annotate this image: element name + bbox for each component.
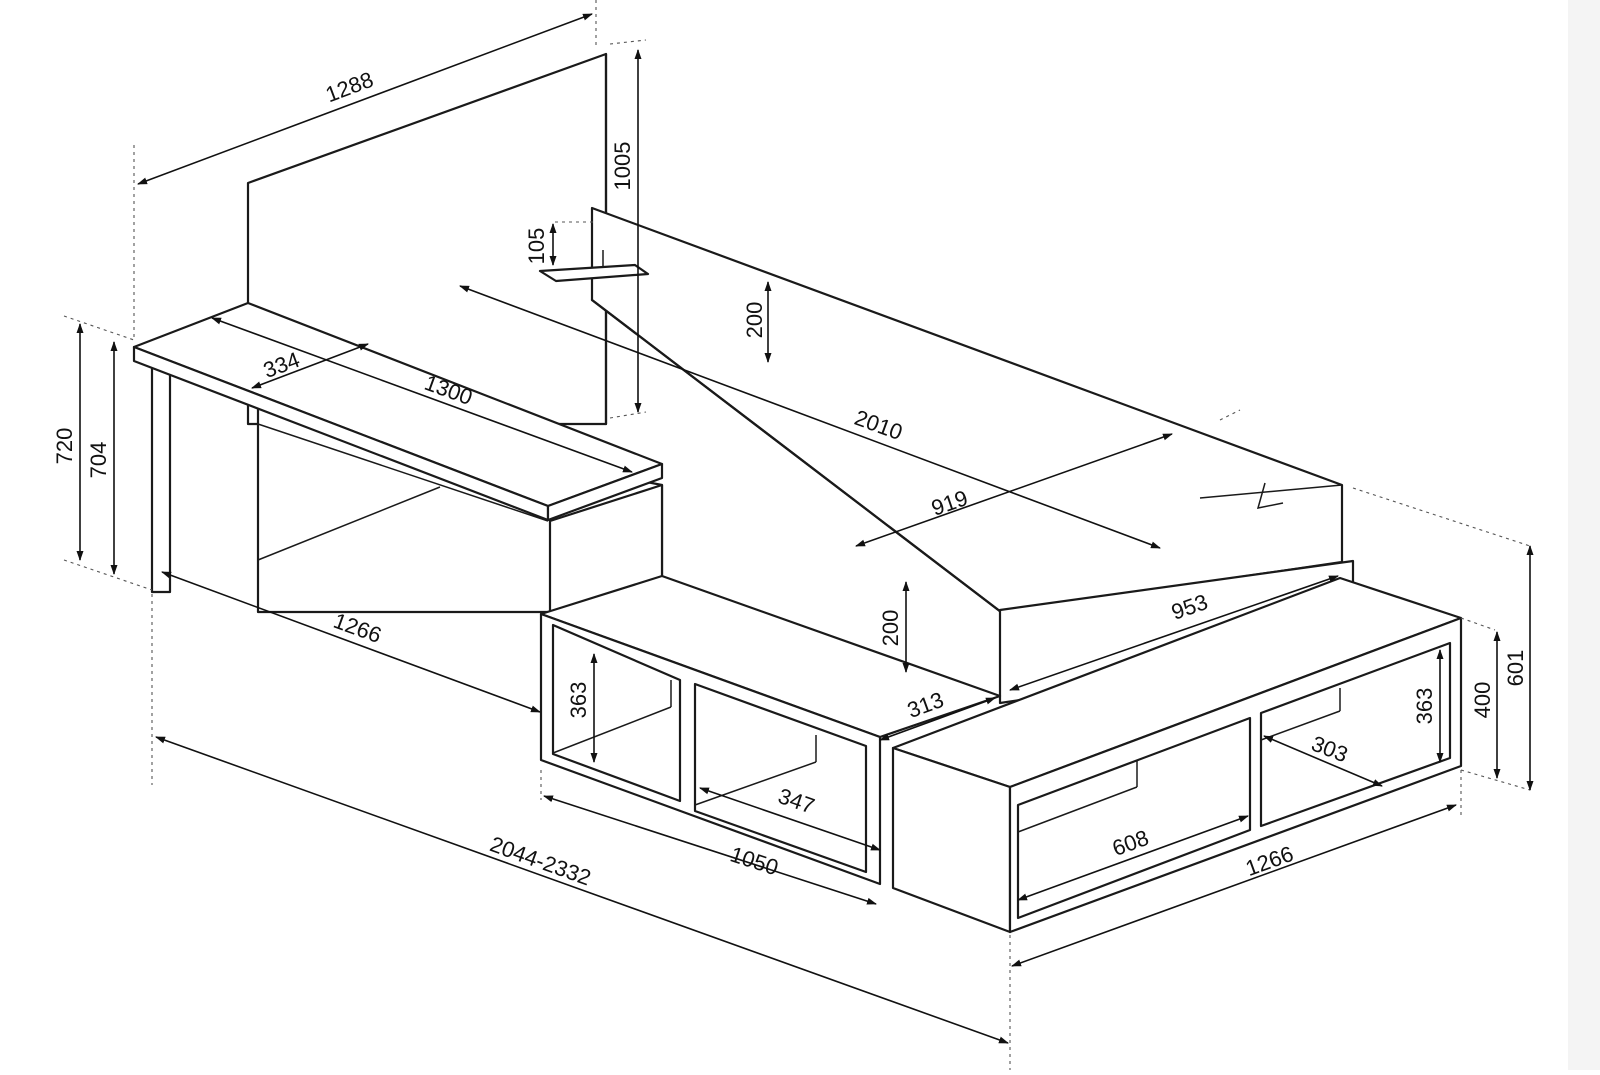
label-1266-desk: 1266 (330, 608, 385, 648)
label-704: 704 (86, 442, 111, 479)
dim-line-1266-desk (161, 571, 541, 713)
label-1050: 1050 (727, 841, 781, 880)
label-1005: 1005 (610, 142, 635, 191)
label-200-front: 200 (878, 610, 903, 647)
bed-side-rail (590, 206, 1344, 614)
label-1266-front: 1266 (1242, 841, 1297, 881)
dim-line-919 (855, 433, 1173, 547)
label-105: 105 (524, 228, 549, 265)
dim-line-313 (879, 697, 996, 741)
label-400: 400 (1470, 682, 1495, 719)
label-200-rear: 200 (742, 302, 767, 339)
right-edge-strip (1568, 0, 1600, 1070)
dimension-lines (76, 13, 1534, 1044)
label-720: 720 (52, 428, 77, 465)
label-1288: 1288 (322, 67, 377, 108)
dim-line-1288 (137, 13, 593, 185)
label-363-right: 363 (1412, 688, 1437, 725)
dim-line-303 (1263, 735, 1383, 787)
dim-line-953 (1009, 575, 1339, 691)
label-363-left: 363 (566, 682, 591, 719)
dim-line-2044-2332 (155, 736, 1009, 1044)
label-601: 601 (1503, 650, 1528, 687)
headboard-ledge (538, 250, 650, 283)
dim-line-1266-front (1011, 804, 1457, 967)
